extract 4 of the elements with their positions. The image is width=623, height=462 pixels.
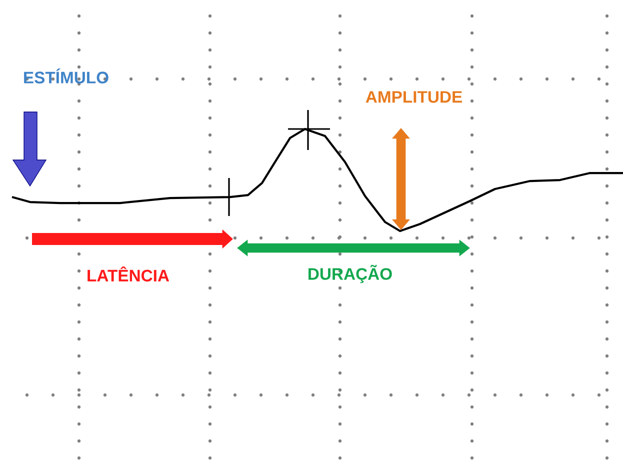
measure-label: LATÊNCIA [88, 266, 170, 282]
measure-label: AMPLITUDE [366, 91, 462, 103]
measure-label: ESTÍMULO [24, 68, 108, 84]
measure-label: DURAÇÃO [308, 264, 392, 284]
